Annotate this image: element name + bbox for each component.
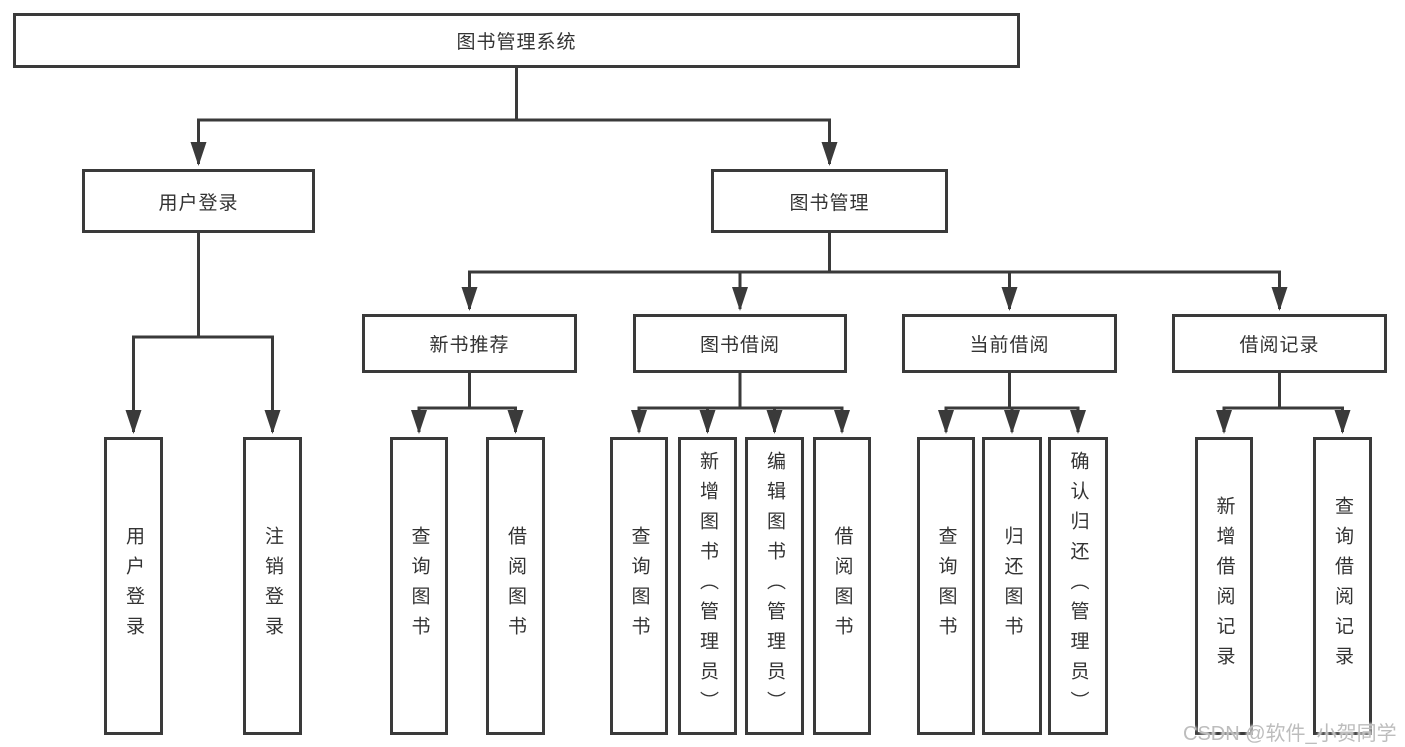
leaf-query-books-3: 查询图书 [917,437,975,735]
leaf-label: 查询图书 [408,526,430,646]
node-root-label: 图书管理系统 [456,32,577,53]
node-label: 图书管理 [789,192,870,214]
leaf-return-book: 归还图书 [982,437,1042,735]
leaf-logout: 注销登录 [243,437,302,735]
node-label: 借阅记录 [1239,335,1320,356]
leaf-label: 新增图书（管理员） [697,451,718,721]
leaf-label: 编辑图书（管理员） [764,451,785,721]
leaf-label: 归还图书 [1001,526,1023,646]
connector-current-stem [944,373,1080,410]
leaf-borrow-books-1: 借阅图书 [486,437,545,735]
leaf-add-borrow-record: 新增借阅记录 [1195,437,1253,735]
node-label: 新书推荐 [429,335,510,356]
node-root: 图书管理系统 [13,13,1020,68]
connector-borrow-stem [637,373,844,410]
node-label: 当前借阅 [969,335,1050,356]
connector-userlogin-stem [132,233,274,339]
node-label: 用户登录 [158,192,239,214]
connector-newbook-stem [417,373,517,410]
leaf-label: 注销登录 [262,526,283,646]
leaf-query-books-1: 查询图书 [390,437,448,735]
leaf-label: 确认归还（管理员） [1067,451,1089,721]
leaf-label: 借阅图书 [831,526,853,646]
leaf-label: 借阅图书 [505,526,526,646]
node-current-borrowing: 当前借阅 [902,314,1117,373]
node-borrowing-records: 借阅记录 [1172,314,1387,373]
leaf-label: 查询图书 [628,526,650,646]
leaf-query-books-2: 查询图书 [610,437,668,735]
leaf-confirm-return-admin: 确认归还（管理员） [1048,437,1108,735]
connector-records-stem [1222,373,1344,410]
connector-bookmgmt-stem [468,233,1281,274]
leaf-label: 查询图书 [935,526,957,646]
node-new-book-recommendation: 新书推荐 [362,314,577,373]
leaf-add-book-admin: 新增图书（管理员） [678,437,737,735]
csdn-watermark: CSDN @软件_小贺同学 [1183,723,1397,745]
node-book-management: 图书管理 [711,169,948,233]
node-label: 图书借阅 [699,335,780,356]
leaf-label: 用户登录 [123,526,144,646]
leaf-borrow-books-2: 借阅图书 [813,437,871,735]
leaf-label: 查询借阅记录 [1332,496,1353,676]
leaf-user-login: 用户登录 [104,437,163,735]
leaf-query-borrow-record: 查询借阅记录 [1313,437,1372,735]
connector-root-stem [197,68,831,122]
leaf-label: 新增借阅记录 [1213,496,1235,676]
leaf-edit-book-admin: 编辑图书（管理员） [745,437,804,735]
node-user-login-group: 用户登录 [82,169,315,233]
node-book-borrowing: 图书借阅 [633,314,847,373]
